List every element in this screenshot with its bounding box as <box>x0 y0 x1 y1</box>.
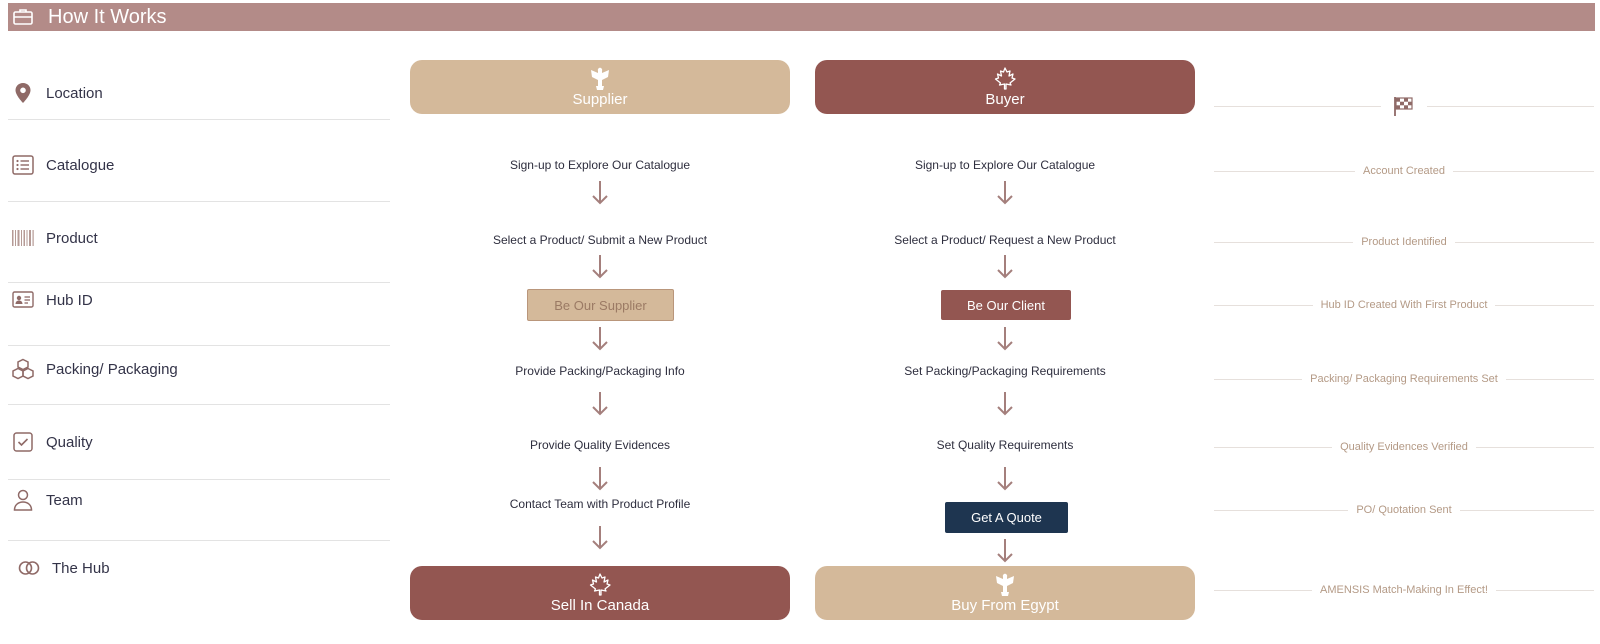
rings-icon <box>14 555 44 581</box>
barcode-icon <box>8 225 38 251</box>
be-our-supplier-button[interactable]: Be Our Supplier <box>527 289 674 321</box>
milestone-account-created: Account Created <box>1214 164 1594 178</box>
supplier-title: Supplier <box>572 91 628 108</box>
supplier-step-contact-team: Contact Team with Product Profile <box>509 497 691 511</box>
sidebar-item-packing: Packing/ Packaging <box>8 356 390 382</box>
buyer-step-signup: Sign-up to Explore Our Catalogue <box>914 158 1096 172</box>
supplier-step-select-product: Select a Product/ Submit a New Product <box>492 233 708 247</box>
sidebar-item-label: Packing/ Packaging <box>46 360 178 378</box>
map-pin-icon <box>8 80 38 106</box>
divider <box>1427 105 1594 107</box>
divider <box>8 282 390 283</box>
page-title: How It Works <box>48 5 167 28</box>
arrow-down-icon <box>592 392 608 416</box>
divider <box>8 404 390 405</box>
arrow-down-icon <box>997 327 1013 351</box>
list-icon <box>8 152 38 178</box>
sidebar-item-label: Catalogue <box>46 156 115 174</box>
checkbox-icon <box>8 429 38 455</box>
divider <box>1214 105 1381 107</box>
arrow-down-icon <box>592 467 608 491</box>
supplier-step-quality: Provide Quality Evidences <box>529 438 671 452</box>
egypt-eagle-icon <box>994 572 1016 598</box>
milestone-label: Product Identified <box>1361 236 1447 248</box>
buyer-title: Buyer <box>985 91 1025 108</box>
sidebar-item-label: Location <box>46 84 103 102</box>
sidebar-item-product: Product <box>8 225 390 251</box>
divider <box>8 540 390 541</box>
maple-leaf-icon <box>994 66 1016 92</box>
arrow-down-icon <box>592 255 608 279</box>
buyer-step-packing: Set Packing/Packaging Requirements <box>904 364 1106 378</box>
arrow-down-icon <box>997 181 1013 205</box>
milestone-match-making: AMENSIS Match-Making In Effect! <box>1214 583 1595 597</box>
arrow-down-icon <box>997 392 1013 416</box>
milestone-po-sent: PO/ Quotation Sent <box>1214 503 1595 517</box>
milestone-packing-set: Packing/ Packaging Requirements Set <box>1214 372 1594 386</box>
sidebar-item-quality: Quality <box>8 429 390 455</box>
supplier-header: Supplier <box>410 60 790 114</box>
sidebar-item-label: Team <box>46 491 83 509</box>
arrow-down-icon <box>592 526 608 550</box>
sidebar-item-label: Product <box>46 229 98 247</box>
milestone-label: Account Created <box>1363 165 1445 177</box>
boxes-icon <box>8 356 38 382</box>
be-our-client-button[interactable]: Be Our Client <box>941 290 1071 320</box>
briefcase-icon <box>12 6 34 28</box>
get-a-quote-button[interactable]: Get A Quote <box>945 502 1068 533</box>
sidebar-item-label: Quality <box>46 433 93 451</box>
milestone-label: Quality Evidences Verified <box>1340 441 1468 453</box>
arrow-down-icon <box>592 327 608 351</box>
maple-leaf-icon <box>589 572 611 598</box>
sidebar-item-location: Location <box>8 80 390 106</box>
milestone-product-identified: Product Identified <box>1214 235 1594 249</box>
buyer-step-quality: Set Quality Requirements <box>936 438 1074 452</box>
milestone-quality-verified: Quality Evidences Verified <box>1214 440 1595 454</box>
milestone-hub-id-created: Hub ID Created With First Product <box>1214 298 1595 312</box>
sell-in-canada-label: Sell In Canada <box>550 597 650 614</box>
divider <box>8 201 390 202</box>
arrow-down-icon <box>997 539 1013 563</box>
arrow-down-icon <box>997 467 1013 491</box>
milestone-label: Hub ID Created With First Product <box>1320 299 1488 311</box>
arrow-down-icon <box>592 181 608 205</box>
sell-in-canada-box: Sell In Canada <box>410 566 790 620</box>
milestone-start <box>1214 96 1594 116</box>
sidebar-item-team: Team <box>8 487 390 513</box>
supplier-step-packing: Provide Packing/Packaging Info <box>515 364 685 378</box>
divider <box>8 119 390 120</box>
buyer-header: Buyer <box>815 60 1195 114</box>
milestone-label: PO/ Quotation Sent <box>1356 504 1452 516</box>
sidebar-item-catalogue: Catalogue <box>8 152 390 178</box>
id-card-icon <box>8 287 38 313</box>
supplier-step-signup: Sign-up to Explore Our Catalogue <box>509 158 691 172</box>
egypt-eagle-icon <box>589 66 611 92</box>
divider <box>8 479 390 480</box>
arrow-down-icon <box>997 255 1013 279</box>
sidebar-item-the-hub: The Hub <box>8 555 390 581</box>
section-header: How It Works <box>8 3 1595 31</box>
divider <box>8 345 390 346</box>
sidebar-item-label: The Hub <box>52 559 110 577</box>
milestone-label: AMENSIS Match-Making In Effect! <box>1320 584 1488 596</box>
milestone-label: Packing/ Packaging Requirements Set <box>1310 373 1498 385</box>
sidebar-item-label: Hub ID <box>46 291 93 309</box>
buy-from-egypt-box: Buy From Egypt <box>815 566 1195 620</box>
buy-from-egypt-label: Buy From Egypt <box>951 597 1059 614</box>
user-icon <box>8 487 38 513</box>
sidebar-item-hub-id: Hub ID <box>8 287 390 313</box>
buyer-step-select-product: Select a Product/ Request a New Product <box>894 233 1116 247</box>
checkered-flag-icon <box>1381 95 1427 117</box>
